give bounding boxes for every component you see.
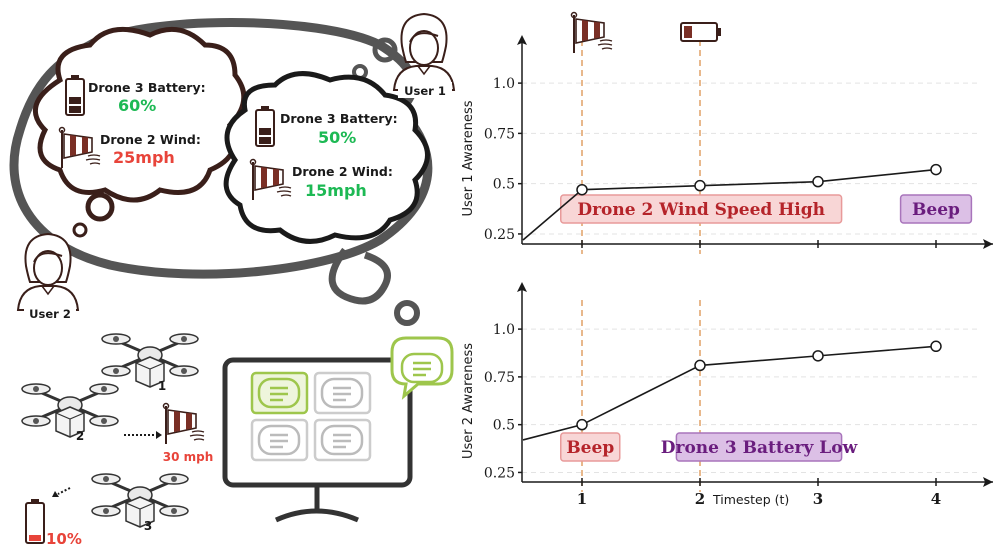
user2-awareness-chart: 0.25 0.5 0.75 1.0 1 2 3 4 User 2 AwarenessTimest… — [461, 282, 993, 508]
wind-reading: 30 mph — [163, 450, 214, 464]
annotation-box — [675, 432, 843, 462]
arrow-head — [52, 491, 59, 497]
thought-dot — [372, 37, 398, 63]
data-point — [694, 179, 706, 192]
thought-tail — [328, 247, 391, 305]
x-tick-label: 2 — [695, 490, 705, 508]
data-point — [576, 418, 588, 431]
user1-wind-label: Drone 2 Wind: — [292, 164, 393, 179]
y-tick-label: 0.25 — [484, 227, 515, 243]
drone-icon — [90, 472, 190, 529]
data-point — [576, 183, 588, 196]
annotation-label: Drone 3 Battery Low — [661, 438, 858, 458]
data-point — [812, 175, 824, 188]
user2-battery-value: 60% — [118, 96, 156, 115]
user1-battery-label: Drone 3 Battery: — [280, 111, 398, 126]
y-tick-label: 1.0 — [493, 322, 515, 338]
drone-label: 2 — [76, 429, 84, 443]
x-axis-arrow — [983, 239, 993, 249]
thought-dot — [85, 192, 115, 222]
arrow-head — [156, 431, 162, 439]
drone-label: 3 — [144, 519, 152, 533]
y-tick-label: 0.75 — [484, 370, 515, 386]
y-axis-label: User 1 Awareness — [461, 100, 476, 216]
dotted-arrow — [57, 487, 71, 495]
user2-name-bg — [24, 305, 76, 321]
user2-battery-label: Drone 3 Battery: — [88, 80, 206, 95]
user2-name: User 2 — [29, 307, 71, 321]
battery-reading: 10% — [46, 530, 82, 548]
data-point — [930, 163, 942, 176]
y-axis-label: User 2 Awareness — [461, 343, 476, 459]
user1-name-bg — [398, 82, 452, 98]
x-tick-label: 1 — [577, 490, 587, 508]
y-tick-label: 0.25 — [484, 465, 515, 481]
x-axis-label: Timestep (t) — [712, 492, 789, 507]
annotation-box — [899, 194, 973, 224]
drone-icon — [100, 332, 200, 389]
battery-icon — [65, 74, 85, 116]
annotation-label: Beep — [566, 438, 614, 458]
battery-low-icon — [25, 499, 45, 544]
user1-name: User 1 — [404, 84, 446, 98]
y-tick-label: 0.75 — [484, 126, 515, 142]
data-point — [812, 350, 824, 362]
drone-label: 1 — [158, 379, 166, 393]
y-axis-arrow — [517, 282, 527, 292]
x-tick-label: 3 — [813, 490, 823, 508]
user1-wind-value: 15mph — [305, 181, 367, 200]
thought-dot — [394, 300, 420, 326]
y-tick-label: 0.5 — [493, 177, 515, 193]
drone-icon — [20, 382, 120, 439]
data-point — [694, 359, 706, 372]
user-avatar-icon — [17, 233, 79, 311]
windsock-icon — [570, 11, 613, 54]
y-tick-label: 1.0 — [493, 76, 515, 92]
chat-bubble-icon — [390, 336, 454, 400]
user1-battery-value: 50% — [318, 128, 356, 147]
big-thought-bubble — [9, 18, 433, 279]
annotation-box — [560, 432, 621, 462]
y-axis-arrow — [517, 35, 527, 45]
user-avatar-icon — [393, 13, 455, 91]
x-axis-arrow — [983, 477, 993, 487]
annotation-label: Drone 2 Wind Speed High — [577, 200, 825, 220]
thought-dot — [72, 222, 88, 238]
y-tick-label: 0.5 — [493, 418, 515, 434]
user1-thought-cloud — [223, 71, 430, 244]
user2-wind-value: 25mph — [113, 148, 175, 167]
annotation-box — [560, 194, 843, 224]
user2-wind-label: Drone 2 Wind: — [100, 132, 201, 147]
x-tick-label: 4 — [931, 490, 941, 508]
annotation-label: Beep — [912, 200, 960, 220]
battery-icon — [255, 105, 275, 147]
windsock-icon — [162, 402, 205, 445]
battery-low-icon — [680, 22, 721, 42]
data-point — [930, 340, 942, 353]
